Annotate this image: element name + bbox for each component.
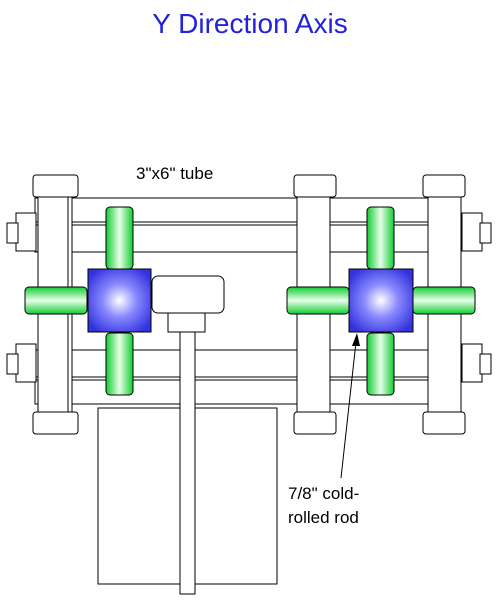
rod-label-line1: 7/8" cold- (288, 484, 360, 503)
cap-mid-top (293, 174, 337, 198)
clamp-right-upper-tab (479, 222, 492, 244)
clamp-right-lower (461, 343, 483, 383)
bearing-right-bottom (366, 332, 395, 396)
tube-label: 3"x6" tube (136, 164, 214, 183)
diagram-title: Y Direction Axis (152, 8, 348, 39)
cap-left-bottom (32, 411, 79, 435)
rod-leader-arrow (340, 333, 360, 479)
block-left (87, 268, 152, 333)
bearing-right-right (412, 286, 476, 315)
bearing-left-top (105, 206, 134, 270)
clamp-left-upper (15, 212, 37, 252)
top-rail (34, 197, 432, 223)
block-right (348, 268, 414, 333)
drive-coupler (167, 311, 206, 333)
cap-right-bottom (422, 411, 466, 435)
clamp-left-lower-tab (6, 353, 19, 375)
rod-label-line2: rolled rod (288, 508, 359, 527)
bottom-rail (34, 379, 432, 405)
bearing-right-left (286, 286, 350, 315)
bearing-right-top (366, 206, 395, 270)
cap-left-top (32, 174, 79, 198)
cap-right-top (422, 174, 466, 198)
clamp-right-lower-tab (479, 353, 492, 375)
drive-shaft (179, 329, 196, 595)
clamp-left-upper-tab (6, 222, 19, 244)
bearing-left-bottom (105, 332, 134, 396)
drive-housing (151, 275, 225, 314)
lower-rail (34, 349, 432, 378)
bearing-left-left (24, 286, 88, 315)
clamp-left-lower (15, 343, 37, 383)
upper-rail (34, 224, 432, 253)
cap-mid-bottom (293, 411, 337, 435)
clamp-right-upper (461, 212, 483, 252)
